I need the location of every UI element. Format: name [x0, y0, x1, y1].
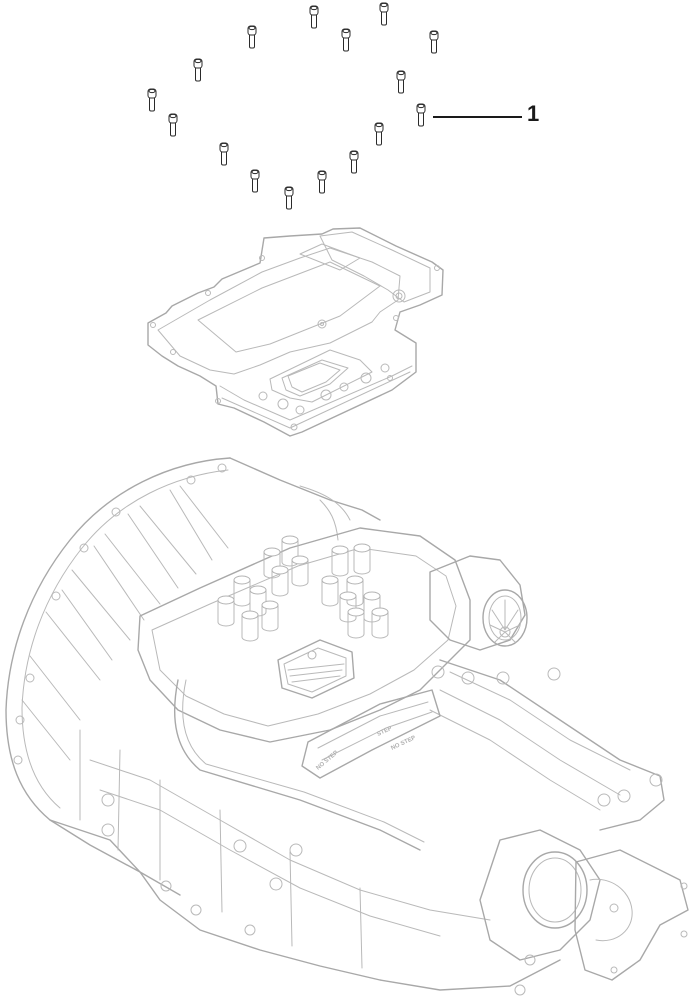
mounting-bolt	[309, 5, 319, 29]
harness-text-no-step-2: NO STEP	[390, 735, 416, 752]
callout-number-1: 1	[527, 101, 540, 126]
mounting-bolt	[147, 88, 157, 112]
mounting-bolt	[284, 186, 294, 210]
mounting-bolt	[396, 70, 406, 94]
mounting-bolt	[193, 58, 203, 82]
mounting-bolt	[168, 113, 178, 137]
callout-leader-line	[433, 116, 522, 118]
harness-text-step: STEP	[376, 726, 393, 738]
mounting-bolt	[247, 25, 257, 49]
mounting-bolt	[250, 169, 260, 193]
harness-text-no-step: NO STEP	[315, 750, 339, 772]
mounting-bolt	[349, 150, 359, 174]
mounting-bolt	[341, 28, 351, 52]
mounting-bolt	[379, 2, 389, 26]
mounting-bolt	[374, 122, 384, 146]
mounting-bolt	[219, 142, 229, 166]
mounting-bolt	[429, 30, 439, 54]
mounting-bolt	[317, 170, 327, 194]
mounting-bolt	[416, 103, 426, 127]
